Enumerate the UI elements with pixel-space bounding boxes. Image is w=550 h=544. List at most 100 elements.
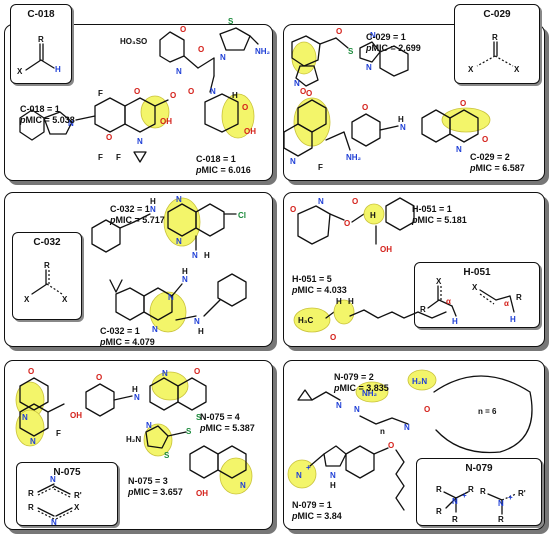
n075-thiad-s: S (164, 451, 170, 460)
n079-ex2-pmic: pMIC = 3.84 (292, 511, 342, 521)
c029-bzim-n: N (370, 31, 376, 40)
c029-ex2-count: C-029 = 2 (470, 152, 510, 162)
n075-thiad-n: N (146, 421, 152, 430)
n079-n2: N (354, 405, 360, 414)
c018-motif-x: X (17, 67, 23, 76)
n075-pyran-o: O (96, 373, 102, 382)
c018-acid-o: O (170, 91, 176, 100)
h051-motif1-alpha: α (446, 297, 451, 306)
tag-h051-title: H-051 (463, 267, 491, 278)
n075-ex2-count: N-075 = 3 (128, 476, 168, 486)
c018-ex1-pmic-value: 5.038 (52, 115, 75, 125)
c018-pyr-o: O (242, 103, 248, 112)
c029-f: F (318, 163, 323, 172)
c018-ex1-count: C-018 = 1 (20, 104, 60, 114)
n079-n3: N (404, 423, 410, 432)
n079-h2n: H₂N (412, 377, 427, 386)
n079-o: O (424, 405, 430, 414)
tag-n079: N-079 (416, 458, 542, 526)
c029-ex1-pmic-value: 2.699 (398, 43, 421, 53)
c032-motif-x2: X (62, 295, 68, 304)
n079-motif1-r4: R (452, 515, 458, 524)
n079-ex2-count: N-079 = 1 (292, 500, 332, 510)
h051-motif1-r: R (420, 305, 426, 314)
n075-amine-h: H (132, 385, 138, 394)
h051-motif2-x: X (472, 283, 478, 292)
c018-s: S (228, 17, 234, 26)
h051-motif1-h: H (452, 317, 458, 326)
c032-nh1: N (150, 205, 156, 214)
c029-n1: N (294, 79, 300, 88)
n075-meo: O (28, 367, 34, 376)
tag-n075-title: N-075 (53, 467, 81, 478)
c029-amine-n: N (400, 123, 406, 132)
c032-motif-r: R (44, 261, 50, 270)
c032-ex1-pmic: pMIC = 5.717 (110, 215, 165, 225)
h051-h2: H (336, 297, 342, 306)
n075-ring-o: O (194, 367, 200, 376)
c029-motif-x2: X (514, 65, 520, 74)
n075-motif2-x: X (74, 503, 80, 512)
h051-ex2-count: H-051 = 5 (292, 274, 332, 284)
n079-nh2: NH₂ (362, 389, 378, 398)
c032-nh2: N (192, 251, 198, 260)
tag-c032: C-032 (12, 232, 82, 320)
n075-h2n: H₂N (126, 435, 141, 444)
n079-ex1-count: N-079 = 2 (334, 372, 374, 382)
h051-h3c: H₃C (298, 316, 313, 325)
tag-c032-title: C-032 (33, 237, 61, 248)
h051-ex1-pmic: pMIC = 5.181 (412, 215, 467, 225)
n079-motif2-plus: + (508, 493, 513, 502)
c029-nh2: NH₂ (346, 153, 362, 162)
c029-pyran-o: O (362, 103, 368, 112)
n075-motif2-r: R (28, 503, 34, 512)
c032-h4: H (198, 327, 204, 336)
h051-ex1-count: H-051 = 1 (412, 204, 452, 214)
tag-c018-title: C-018 (27, 9, 55, 20)
c029-motif-x1: X (468, 65, 474, 74)
n079-motif2-r: R (480, 487, 486, 496)
n079-motif1-plus: + (462, 491, 467, 500)
n079-motif1-r3: R (436, 507, 442, 516)
c032-h1: H (150, 197, 156, 206)
c029-ex2-pmic-value: 6.587 (502, 163, 525, 173)
n079-n4: N (296, 471, 302, 480)
n075-s2: S (186, 427, 192, 436)
c032-h2: H (204, 251, 210, 260)
c029-ex2-pmic: pMIC = 6.587 (470, 163, 525, 173)
h051-ester-o: O (344, 219, 350, 228)
n079-motif2-r3: R (498, 515, 504, 524)
n079-motif2-r2: R' (518, 489, 526, 498)
n075-f: F (56, 429, 61, 438)
n075-ring-s: S (196, 413, 202, 422)
c018-f: F (98, 89, 103, 98)
n079-indole-h: H (330, 481, 336, 490)
h051-ex2-pmic-value: 4.033 (324, 285, 347, 295)
c018-o1: O (180, 25, 186, 34)
c018-nh2: NH₂ (255, 47, 271, 56)
n075-ex1-count: N-075 = 4 (200, 412, 240, 422)
c018-ho3so: HO₃SO (120, 37, 147, 46)
c029-s: S (348, 47, 354, 56)
c032-nh3: N (194, 317, 200, 326)
n079-chain-n: n (380, 427, 385, 436)
n079-motif1-r1: R (436, 485, 442, 494)
c029-ex1-pmic: pMIC = 2.699 (366, 43, 421, 53)
c018-f2: F (98, 153, 103, 162)
c018-nh: N (176, 67, 182, 76)
c032-ex1-pmic-value: 5.717 (142, 215, 165, 225)
c018-ex2-pmic: pMIC = 6.016 (196, 165, 251, 175)
h051-motif2-alpha: α (504, 299, 509, 308)
n075-amine-n: N (134, 393, 140, 402)
n075-n1: N (22, 413, 28, 422)
c029-diox-o: O (460, 99, 466, 108)
n079-ex1-pmic: pMIC = 3.835 (334, 383, 389, 393)
c018-f3: F (116, 153, 121, 162)
c032-n2: N (176, 237, 182, 246)
n075-motif1-r: R (28, 489, 34, 498)
n079-ether-o: O (388, 441, 394, 450)
c018-motif-h: H (55, 65, 61, 74)
c018-quin-n: N (137, 137, 143, 146)
